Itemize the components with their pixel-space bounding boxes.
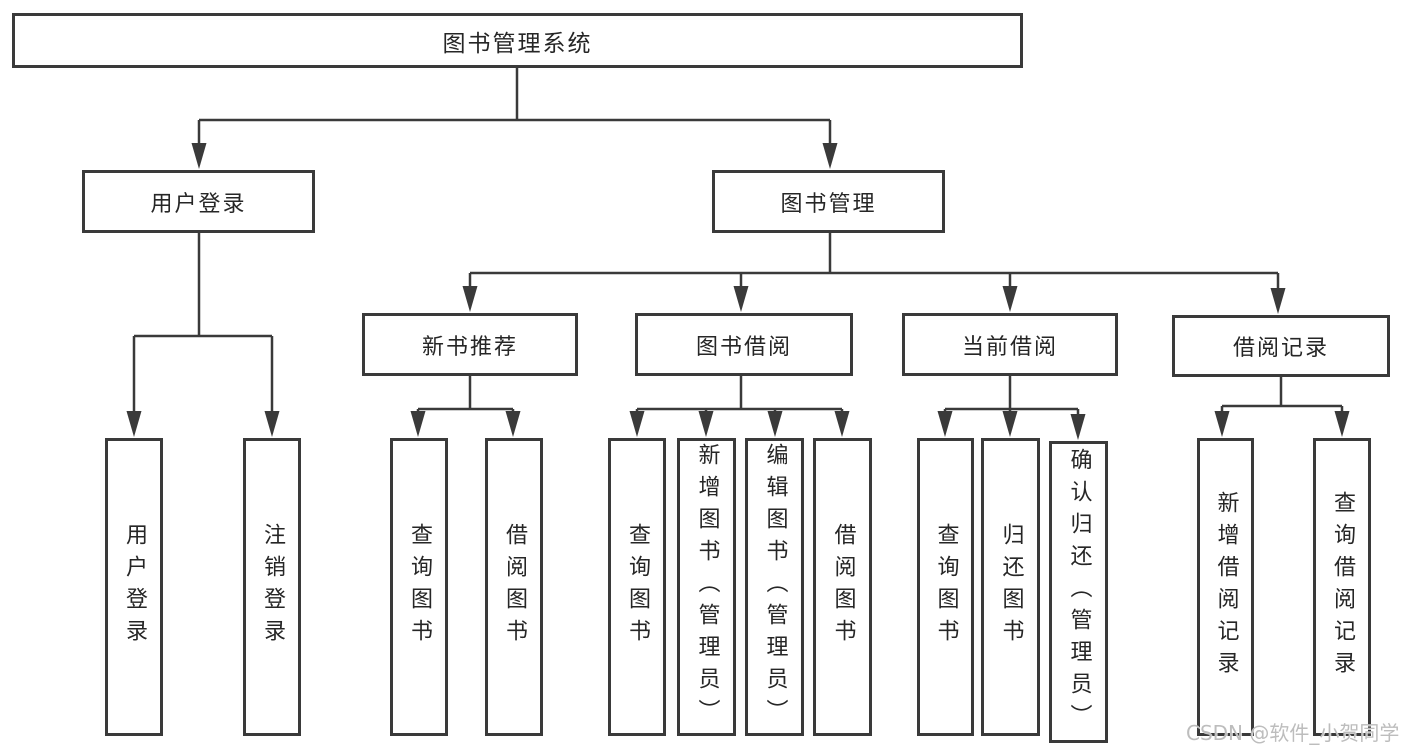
arrowhead-icon — [191, 143, 207, 169]
arrowhead-icon — [462, 286, 478, 312]
node-label: 当前借阅 — [961, 334, 1058, 360]
arrowhead-icon — [264, 411, 280, 437]
arrowhead-icon — [505, 411, 521, 437]
arrowhead-icon — [733, 286, 749, 312]
node-borrowing-records: 借阅记录 — [1172, 315, 1390, 377]
arrowhead-icon — [822, 143, 838, 169]
leaf-borrow-books: 借阅图书 — [813, 438, 872, 736]
node-label: 图书管理 — [780, 191, 877, 217]
leaf-label: 借阅图书 — [830, 523, 856, 651]
leaf-add-books-admin: 新增图书（管理员） — [677, 438, 736, 736]
arrowhead-icon — [1002, 411, 1018, 437]
leaf-label: 查询图书 — [625, 523, 650, 651]
leaf-query-books: 查询图书 — [917, 438, 974, 736]
node-current-borrowing: 当前借阅 — [902, 313, 1118, 376]
arrowhead-icon — [629, 411, 645, 437]
arrowhead-icon — [698, 411, 714, 437]
leaf-label: 用户登录 — [122, 523, 147, 651]
leaf-query-books: 查询图书 — [608, 438, 666, 736]
node-label: 图书借阅 — [695, 334, 792, 360]
leaf-logout: 注销登录 — [243, 438, 301, 736]
leaf-query-books: 查询图书 — [390, 438, 448, 736]
leaf-label: 新增图书（管理员） — [694, 443, 720, 731]
leaf-label: 确认归还（管理员） — [1066, 448, 1092, 736]
arrowhead-icon — [937, 411, 953, 437]
node-label: 新书推荐 — [421, 334, 518, 360]
node-user-login: 用户登录 — [82, 170, 315, 233]
leaf-label: 注销登录 — [260, 523, 285, 651]
node-label: 图书管理系统 — [442, 30, 593, 57]
leaf-label: 查询借阅记录 — [1330, 491, 1355, 683]
node-book-management: 图书管理 — [712, 170, 945, 233]
leaf-confirm-return-admin: 确认归还（管理员） — [1049, 441, 1108, 743]
arrowhead-icon — [1002, 286, 1018, 312]
arrowhead-icon — [1214, 411, 1230, 437]
arrowheads — [126, 143, 1350, 440]
leaf-label: 查询图书 — [933, 523, 959, 651]
arrowhead-icon — [1070, 414, 1086, 440]
leaf-label: 归还图书 — [998, 523, 1024, 651]
leaf-query-borrow-record: 查询借阅记录 — [1313, 438, 1371, 736]
node-library-management-system: 图书管理系统 — [12, 13, 1023, 68]
arrowhead-icon — [1270, 288, 1286, 314]
leaf-label: 编辑图书（管理员） — [762, 443, 788, 731]
leaf-label: 查询图书 — [407, 523, 432, 651]
arrowhead-icon — [1334, 411, 1350, 437]
leaf-edit-books-admin: 编辑图书（管理员） — [745, 438, 804, 736]
node-new-book-recommendation: 新书推荐 — [362, 313, 578, 376]
leaf-user-login: 用户登录 — [105, 438, 163, 736]
leaf-label: 新增借阅记录 — [1213, 491, 1239, 683]
node-label: 借阅记录 — [1232, 336, 1329, 361]
arrowhead-icon — [126, 411, 142, 437]
arrowhead-icon — [410, 411, 426, 437]
leaf-label: 借阅图书 — [502, 523, 527, 651]
leaf-add-borrow-record: 新增借阅记录 — [1197, 438, 1254, 736]
csdn-watermark: CSDN @软件_小贺同学 — [1186, 721, 1400, 745]
arrowhead-icon — [834, 411, 850, 437]
leaf-return-books: 归还图书 — [981, 438, 1040, 736]
node-label: 用户登录 — [150, 191, 247, 217]
arrowhead-icon — [767, 411, 783, 437]
leaf-borrow-books: 借阅图书 — [485, 438, 543, 736]
node-book-borrowing: 图书借阅 — [635, 313, 853, 376]
